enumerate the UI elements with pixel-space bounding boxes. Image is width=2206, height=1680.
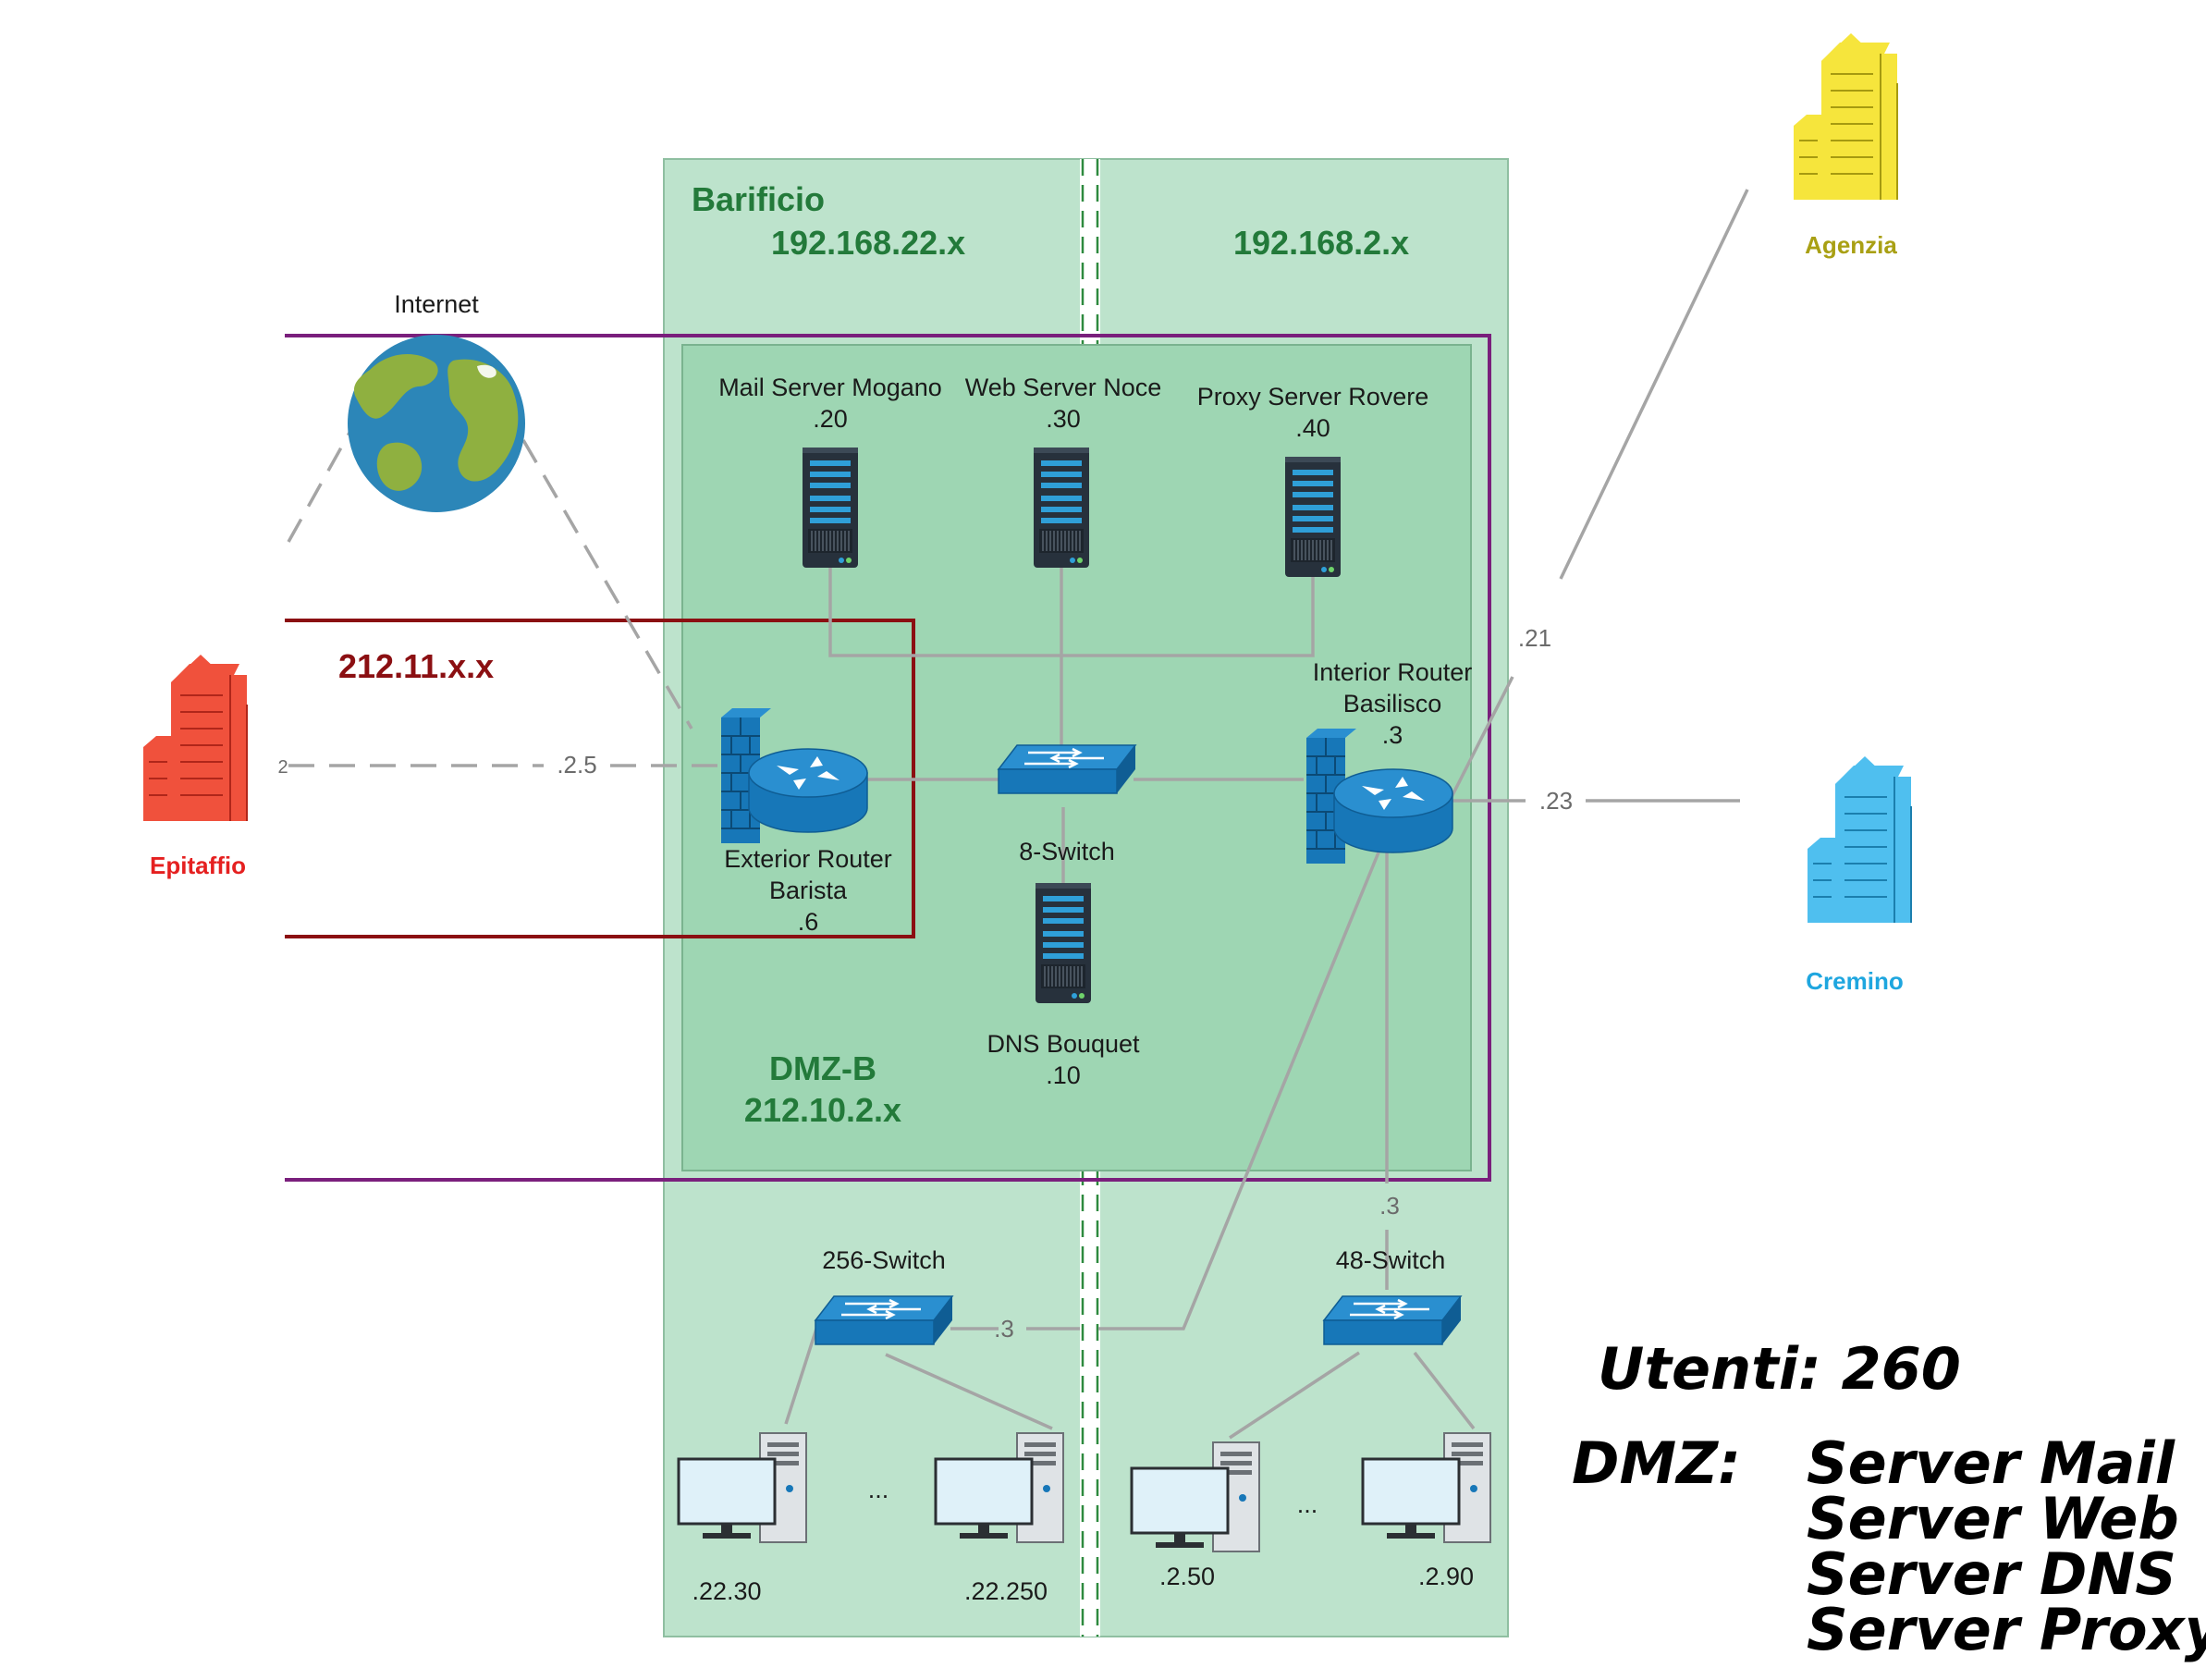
subnet-right: 192.168.2.x — [1233, 224, 1409, 262]
mail-server-name: Mail Server Mogano — [718, 374, 942, 401]
web-server-ip: .30 — [1046, 405, 1081, 433]
pc-ip: .22.250 — [964, 1577, 1048, 1605]
barificio-title: Barificio — [692, 180, 825, 218]
internet-boundary — [285, 334, 1491, 1182]
agenzia-link-ip: .21 — [1518, 624, 1551, 652]
ellipsis-left: ... — [868, 1476, 889, 1503]
users-summary: Utenti: 260 — [1598, 1335, 1961, 1403]
sw256-link-ip: .3 — [994, 1315, 1014, 1343]
interior-router-line2: Basilisco — [1343, 690, 1442, 717]
pc-ip: .2.50 — [1159, 1563, 1215, 1590]
cremino-link-ip: .23 — [1539, 787, 1573, 815]
web-server-name: Web Server Noce — [965, 374, 1162, 401]
dmz-subnet: 212.10.2.x — [744, 1091, 901, 1129]
exterior-router-line1: Exterior Router — [724, 845, 892, 873]
mail-server-icon — [802, 447, 859, 569]
pc-ip: .2.90 — [1418, 1563, 1474, 1590]
dmz-summary-item: Server DNS — [1807, 1540, 2176, 1608]
dns-server-icon — [1035, 882, 1092, 1004]
dmz-summary-label: DMZ: — [1572, 1429, 1741, 1497]
left-switch-label: 256-Switch — [822, 1246, 946, 1274]
ellipsis-right: ... — [1297, 1490, 1318, 1518]
agenzia-label: Agenzia — [1805, 231, 1897, 259]
dashed-links — [287, 432, 730, 767]
links — [784, 189, 1749, 1440]
dmz-summary-item: Server Mail — [1807, 1429, 2175, 1497]
right-switch-icon — [1322, 1294, 1463, 1346]
interior-router-line1: Interior Router — [1313, 658, 1473, 686]
exterior-router-line2: Barista — [769, 877, 848, 904]
left-edge-marker: 2 — [277, 757, 288, 778]
cremino-building-icon — [1808, 756, 1912, 923]
epitaffio-label: Epitaffio — [150, 852, 246, 879]
epitaffio-link-ip: .2.5 — [557, 751, 596, 779]
dmz-summary-item: Server Web — [1807, 1485, 2179, 1552]
agenzia-building-icon — [1794, 33, 1898, 200]
internet-label: Internet — [394, 290, 479, 318]
globe-icon — [348, 335, 525, 512]
pc-ip: .22.30 — [692, 1577, 761, 1605]
proxy-server-icon — [1284, 456, 1342, 578]
proxy-server-name: Proxy Server Rovere — [1197, 383, 1429, 411]
dns-server-name: DNS Bouquet — [987, 1030, 1140, 1058]
dmz-switch-label: 8-Switch — [1019, 838, 1115, 865]
dns-server-ip: .10 — [1046, 1061, 1081, 1089]
exterior-router-ip: .6 — [798, 908, 819, 936]
dmz-switch-icon — [997, 743, 1137, 795]
left-switch-icon — [814, 1294, 954, 1346]
epitaffio-building-icon — [143, 655, 248, 821]
right-switch-label: 48-Switch — [1336, 1246, 1446, 1274]
interior-router-ip: .3 — [1382, 721, 1403, 749]
proxy-server-ip: .40 — [1295, 414, 1330, 442]
sw48-link-ip: .3 — [1379, 1192, 1400, 1220]
dmz-summary-item: Server Proxy — [1807, 1596, 2206, 1663]
mail-server-ip: .20 — [813, 405, 848, 433]
cremino-label: Cremino — [1806, 967, 1903, 995]
wan-subnet: 212.11.x.x — [338, 647, 494, 685]
dmz-title: DMZ-B — [769, 1049, 876, 1087]
subnet-left: 192.168.22.x — [771, 224, 965, 262]
web-server-icon — [1033, 447, 1090, 569]
